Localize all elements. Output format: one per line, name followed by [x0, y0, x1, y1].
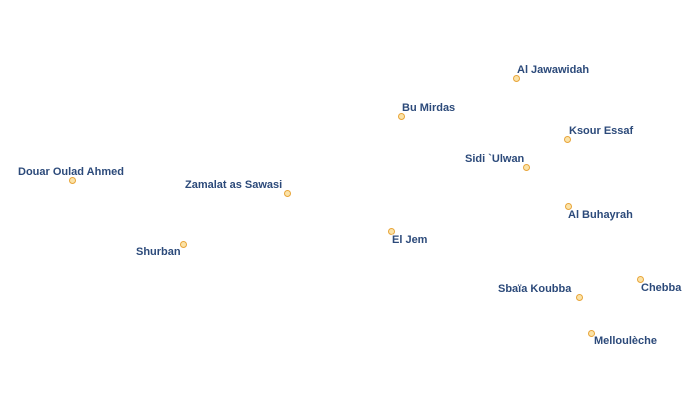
place-label-melloul-che: Melloulèche: [594, 335, 657, 347]
place-label-al-buhayrah: Al Buhayrah: [568, 209, 633, 221]
place-marker-al-jawawidah[interactable]: [513, 75, 520, 82]
place-label-shurban: Shurban: [136, 246, 181, 258]
place-label-el-jem: El Jem: [392, 234, 428, 246]
place-label-douar-oulad-ahmed: Douar Oulad Ahmed: [18, 166, 124, 178]
place-label-ksour-essaf: Ksour Essaf: [569, 125, 634, 137]
place-marker-chebba[interactable]: [637, 276, 644, 283]
place-label-sbaia-koubba: Sbaïa Koubba: [498, 283, 572, 295]
place-marker-shurban[interactable]: [180, 241, 187, 248]
place-label-chebba: Chebba: [641, 282, 682, 294]
place-marker-douar-oulad-ahmed[interactable]: [69, 177, 76, 184]
place-marker-al-buhayrah[interactable]: [565, 203, 572, 210]
place-label-zamalat-as-sawasi: Zamalat as Sawasi: [185, 179, 283, 191]
place-marker-el-jem[interactable]: [388, 228, 395, 235]
place-label-al-jawawidah: Al Jawawidah: [517, 64, 590, 76]
place-marker-zamalat-as-sawasi[interactable]: [284, 190, 291, 197]
place-label-sidi-ulwan: Sidi `Ulwan: [465, 153, 525, 165]
place-marker-sbaia-koubba[interactable]: [576, 294, 583, 301]
place-label-bu-mirdas: Bu Mirdas: [402, 102, 456, 114]
place-marker-sidi-ulwan[interactable]: [523, 164, 530, 171]
place-marker-bu-mirdas[interactable]: [398, 113, 405, 120]
place-marker-ksour-essaf[interactable]: [564, 136, 571, 143]
place-marker-melloul-che[interactable]: [588, 330, 595, 337]
